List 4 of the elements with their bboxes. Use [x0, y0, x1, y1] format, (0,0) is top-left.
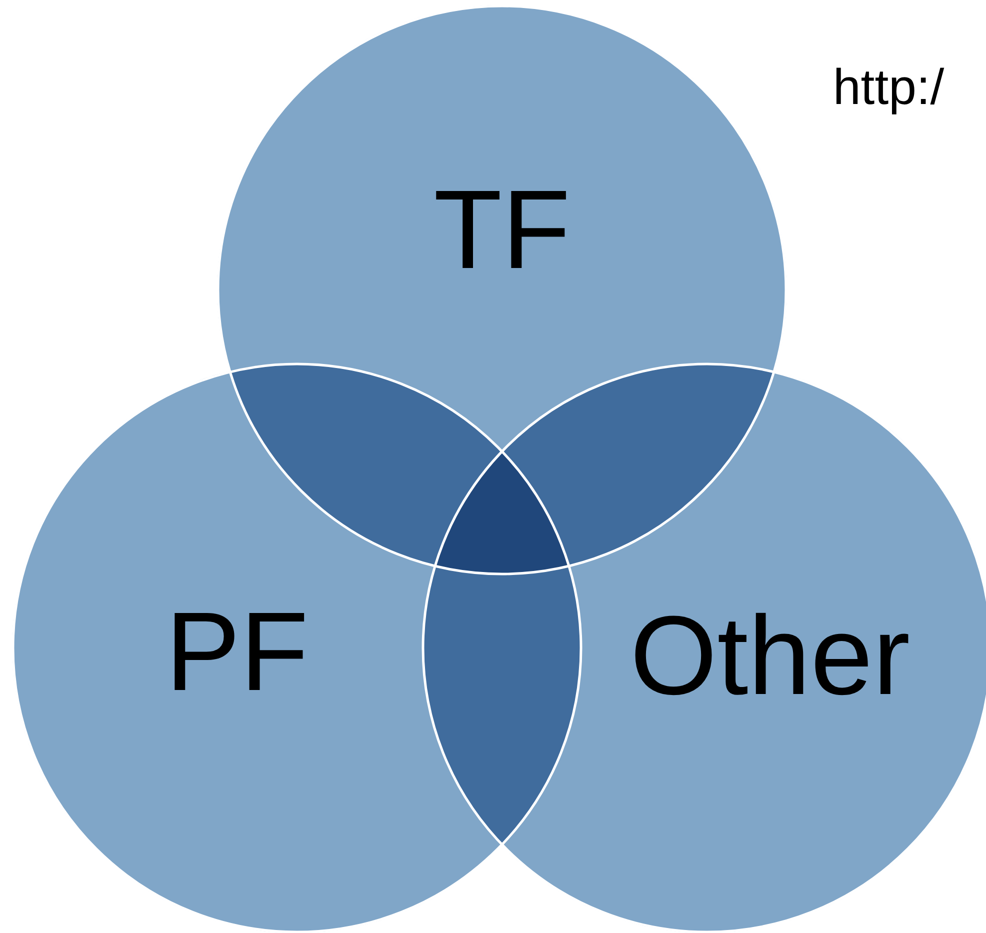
set-label: Other	[630, 600, 910, 712]
set-label: TF	[434, 174, 570, 286]
set-label: PF	[165, 596, 309, 708]
url-text: http:/	[833, 62, 944, 112]
